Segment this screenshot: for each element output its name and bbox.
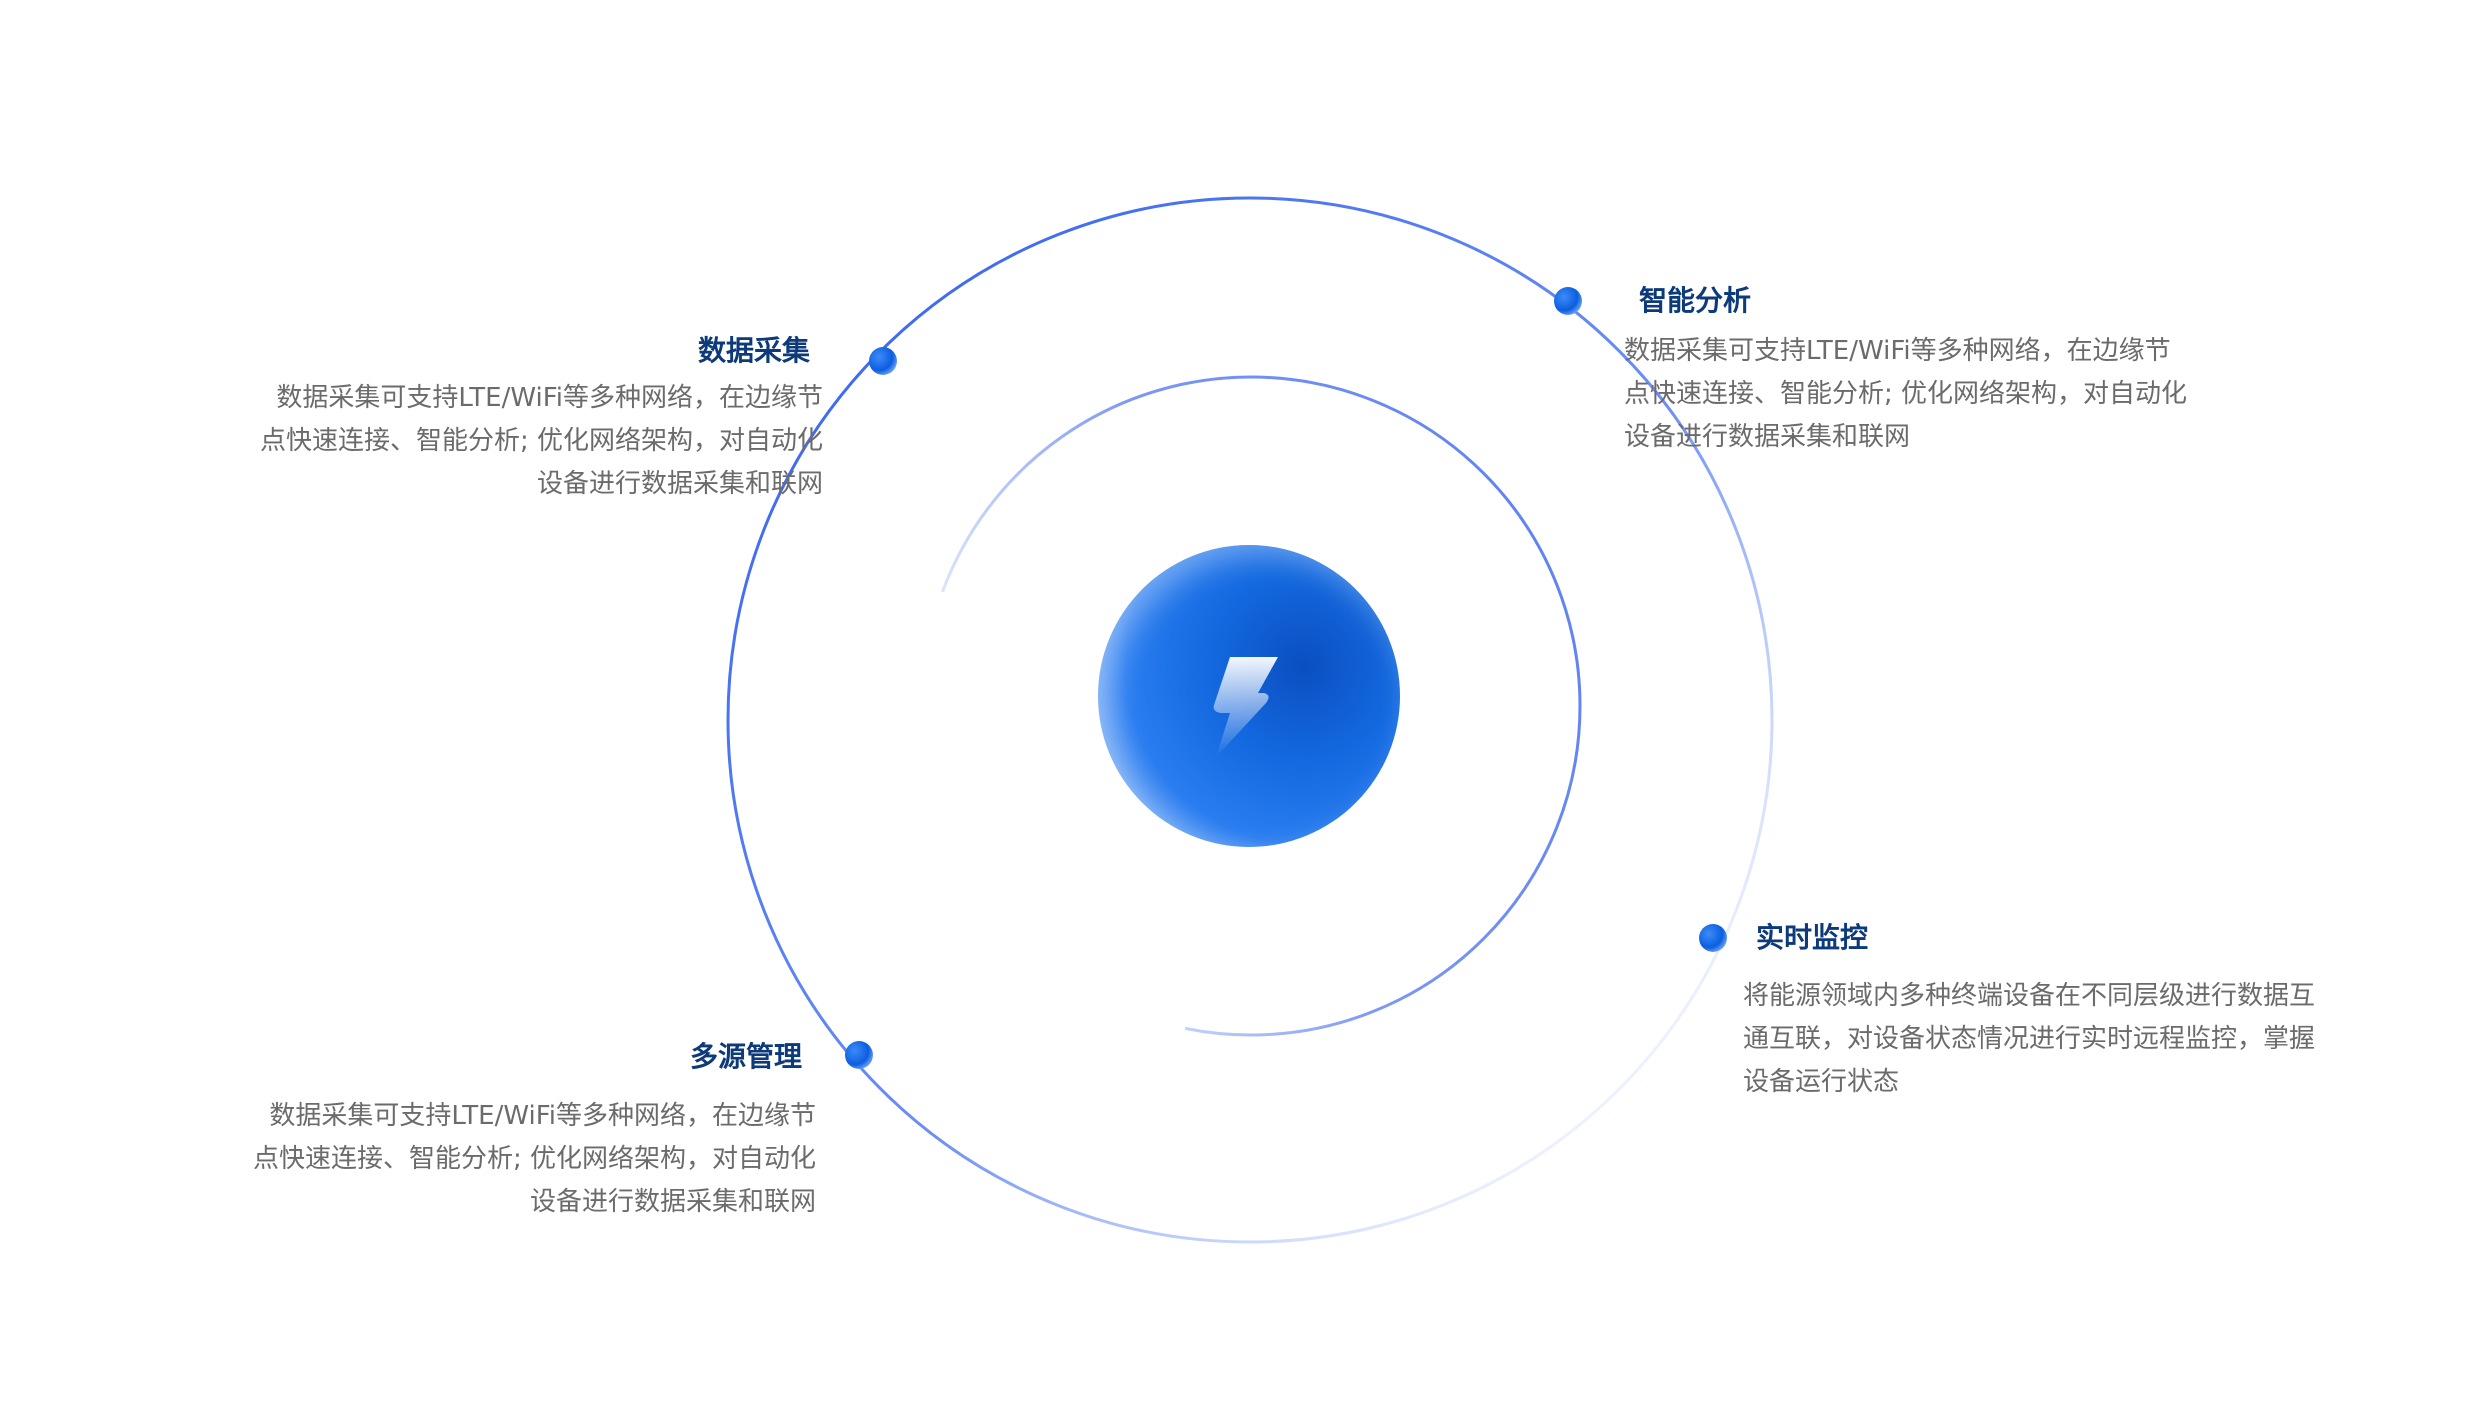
desc-line: 点快速连接、智能分析; 优化网络架构，对自动化 xyxy=(252,1144,816,1174)
desc-line: 将能源领域内多种终端设备在不同层级进行数据互 xyxy=(1743,981,2316,1011)
inner-ring xyxy=(920,375,1582,1037)
desc-line: 设备进行数据采集和联网 xyxy=(529,1187,816,1217)
node-dot-realtime-monitor[interactable] xyxy=(1699,924,1727,952)
node-title-data-collection: 数据采集 xyxy=(697,334,810,367)
desc-line: 点快速连接、智能分析; 优化网络架构，对自动化 xyxy=(1624,379,2188,409)
node-title-multisource: 多源管理 xyxy=(689,1040,802,1073)
node-title-realtime-monitor: 实时监控 xyxy=(1756,921,1869,954)
desc-line: 设备进行数据采集和联网 xyxy=(1624,422,1911,452)
node-dot-smart-analysis[interactable] xyxy=(1554,287,1582,315)
node-desc-smart-analysis: 数据采集可支持LTE/WiFi等多种网络，在边缘节 点快速连接、智能分析; 优化… xyxy=(1624,330,2264,459)
node-dot-data-collection[interactable] xyxy=(869,347,897,375)
outer-ring xyxy=(726,196,1774,1244)
desc-line: 数据采集可支持LTE/WiFi等多种网络，在边缘节 xyxy=(1624,336,2171,366)
desc-line: 设备运行状态 xyxy=(1743,1067,1900,1097)
node-desc-realtime-monitor: 将能源领域内多种终端设备在不同层级进行数据互 通互联，对设备状态情况进行实时远程… xyxy=(1743,975,2383,1104)
node-title-smart-analysis: 智能分析 xyxy=(1639,284,1752,317)
node-desc-data-collection: 数据采集可支持LTE/WiFi等多种网络，在边缘节 点快速连接、智能分析; 优化… xyxy=(183,377,823,506)
node-dot-multisource[interactable] xyxy=(845,1041,873,1069)
desc-line: 数据采集可支持LTE/WiFi等多种网络，在边缘节 xyxy=(269,1101,816,1131)
desc-line: 点快速连接、智能分析; 优化网络架构，对自动化 xyxy=(259,426,823,456)
desc-line: 设备进行数据采集和联网 xyxy=(536,469,823,499)
desc-line: 通互联，对设备状态情况进行实时远程监控，掌握 xyxy=(1743,1024,2316,1054)
lightning-bolt-icon xyxy=(1213,657,1278,757)
desc-line: 数据采集可支持LTE/WiFi等多种网络，在边缘节 xyxy=(276,383,823,413)
node-desc-multisource: 数据采集可支持LTE/WiFi等多种网络，在边缘节 点快速连接、智能分析; 优化… xyxy=(176,1095,816,1224)
